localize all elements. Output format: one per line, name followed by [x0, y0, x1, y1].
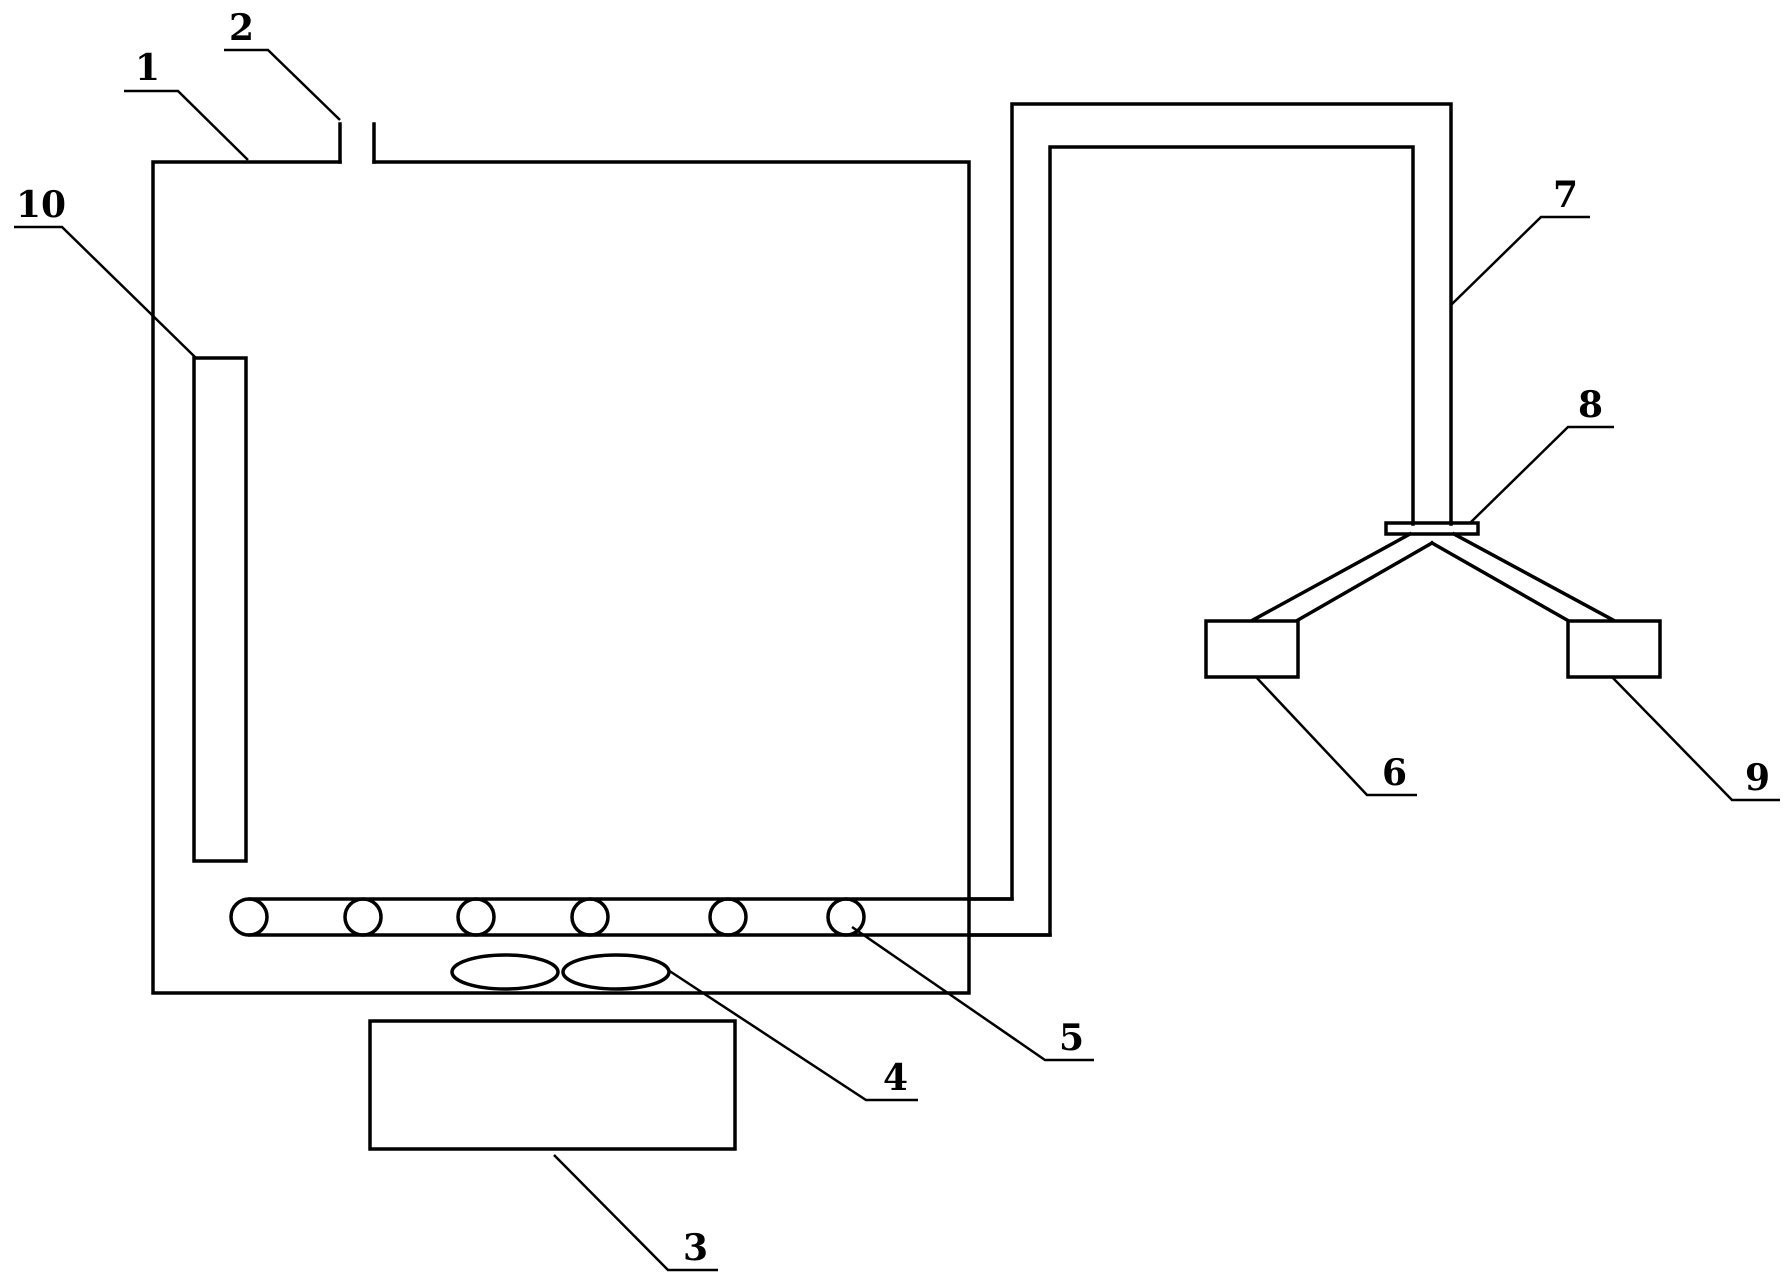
- perforated-tube: [248, 897, 1052, 937]
- callout-4: 4: [883, 1057, 908, 1099]
- main-chamber: [151, 160, 971, 995]
- callout-10: 10: [16, 184, 66, 226]
- collector-box-right: [1566, 619, 1662, 679]
- collector-box-left: [1204, 619, 1300, 679]
- top-inlet-port: [338, 122, 376, 164]
- tube-hole: [456, 897, 496, 937]
- drive-box: [368, 1019, 737, 1151]
- tube-hole: [570, 897, 610, 937]
- tube-hole: [343, 897, 383, 937]
- callout-7: 7: [1553, 174, 1578, 216]
- callout-6: 6: [1382, 752, 1407, 794]
- callout-9: 9: [1745, 757, 1770, 799]
- fan-blades: [450, 953, 671, 991]
- leader-lines: [14, 48, 1780, 1272]
- vertical-plate: [192, 356, 248, 863]
- callout-5: 5: [1059, 1017, 1084, 1059]
- callout-1: 1: [135, 47, 160, 89]
- callout-2: 2: [229, 7, 254, 49]
- callout-8: 8: [1578, 384, 1603, 426]
- tube-hole: [708, 897, 748, 937]
- tube-hole: [826, 897, 866, 937]
- branch-pipes: [1250, 531, 1616, 623]
- connecting-pipe: [967, 102, 1453, 937]
- tube-holes: [229, 897, 866, 937]
- connector-plate: [1384, 521, 1480, 536]
- callout-3: 3: [683, 1227, 708, 1269]
- tube-hole: [229, 897, 269, 937]
- callout-labels: 1 2 3 4 5 6 7 8 9 10: [16, 7, 1770, 1269]
